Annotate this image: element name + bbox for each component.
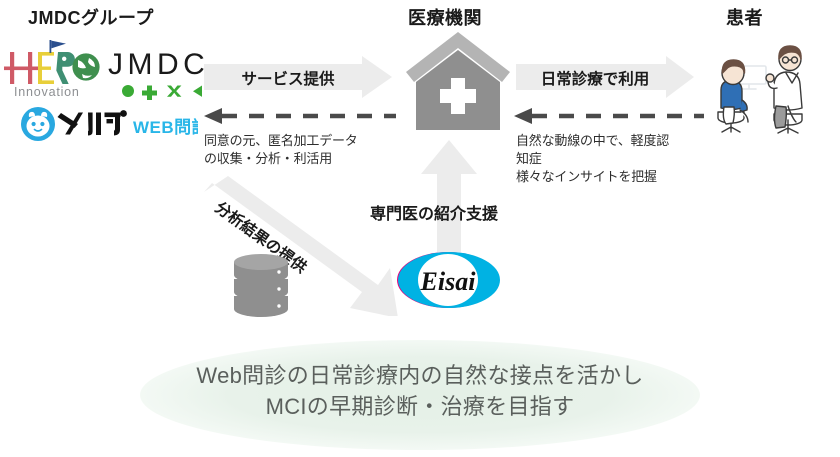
arrow-specialist-referral (419, 140, 479, 257)
database-icon (232, 252, 290, 323)
column-title-jmdc-group: JMDCグループ (28, 8, 154, 28)
svg-text:Innovation: Innovation (14, 85, 80, 99)
arrow-insight-capture (514, 106, 704, 131)
svg-text:Eisai: Eisai (420, 267, 477, 296)
column-title-patient: 患者 (726, 8, 763, 28)
summary-banner: Web問診の日常診療内の自然な接点を活かし MCIの早期診断・治療を目指す (140, 340, 700, 450)
arrow-daily-care-use (516, 56, 694, 103)
summary-banner-text: Web問診の日常診療内の自然な接点を活かし MCIの早期診断・治療を目指す (196, 363, 644, 420)
arrow-daily-care-use-label: 日常診療で利用 (540, 71, 650, 88)
eisai-logo: Eisai (396, 250, 500, 315)
summary-banner-background (140, 340, 700, 450)
arrow-service-provision-label: サービス提供 (241, 71, 335, 88)
caption-insight-capture: 自然な動線の中で、軽度認 知症 様々なインサイトを把握 (516, 133, 670, 184)
column-title-medical-institution: 医療機関 (408, 8, 482, 28)
arrow-specialist-referral-label: 専門医の紹介支援 (370, 206, 499, 223)
svg-text:JMDC: JMDC (108, 48, 209, 81)
caption-data-collection: 同意の元、匿名加工データ の収集・分析・利活用 (204, 133, 358, 166)
svg-text:WEB問診: WEB問診 (133, 117, 198, 137)
jmdc-logo: JMDC (106, 44, 214, 105)
doctor-and-patient-illustration (700, 40, 832, 143)
hero-innovation-logo: Innovation (4, 38, 112, 105)
arrow-analysis-results (186, 176, 414, 321)
merp-web-monshin-logo: WEB問診 (18, 104, 209, 149)
hospital-house-icon (404, 30, 512, 135)
arrow-service-provision (204, 56, 392, 103)
arrow-data-collection (204, 106, 396, 131)
